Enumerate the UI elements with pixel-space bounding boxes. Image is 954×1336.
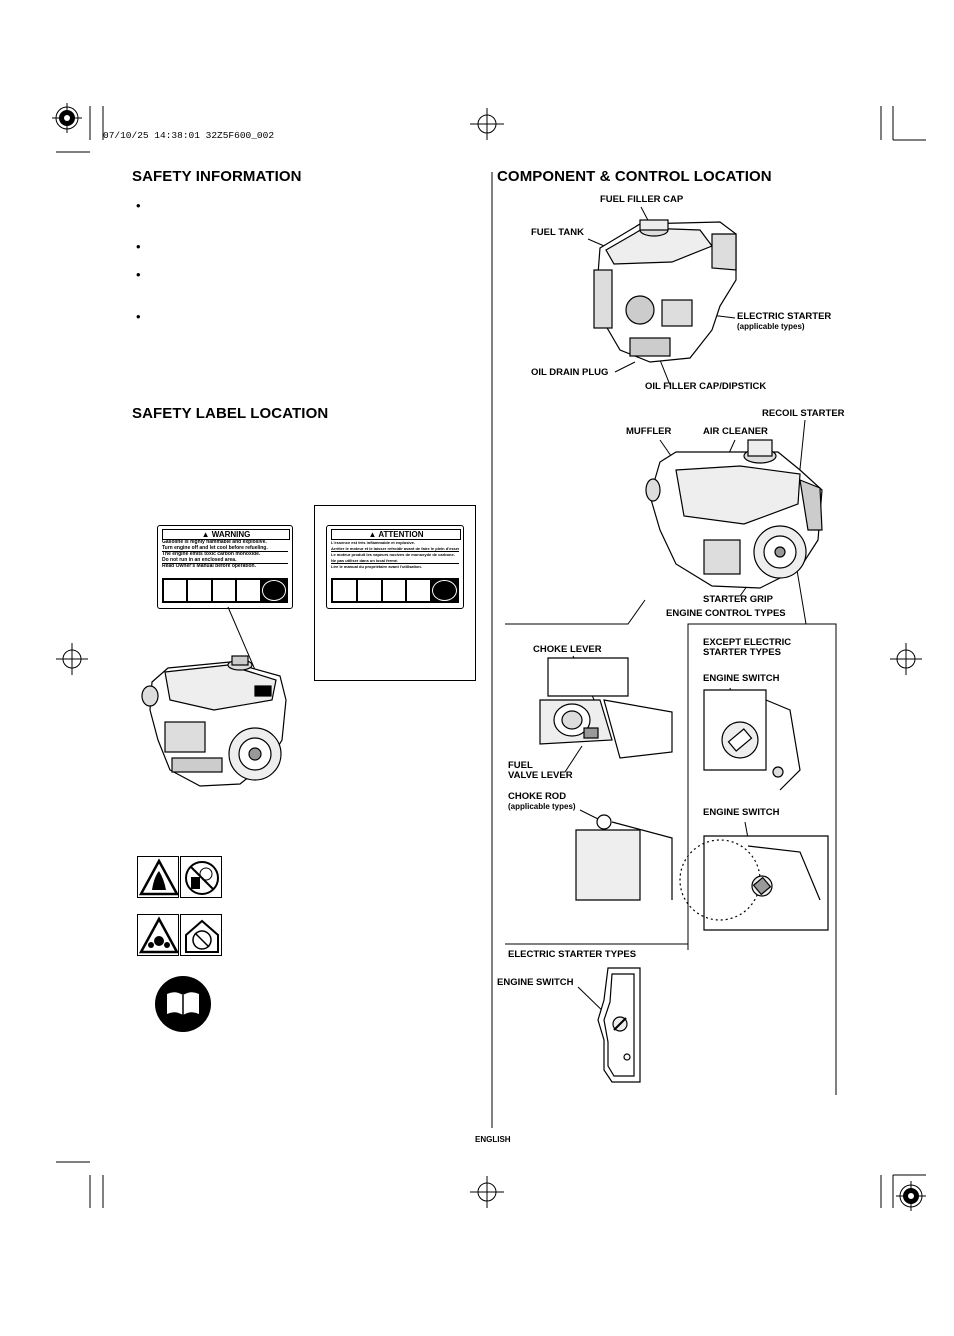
no-refuel-running-icon: [180, 856, 222, 898]
bullet-4: •: [136, 309, 141, 324]
label-oil-drain-plug: OIL DRAIN PLUG: [531, 367, 609, 378]
attention-line-1: L'essence est très inflammable et explos…: [331, 540, 416, 545]
warning-line-4: Do not run in an enclosed area.: [162, 557, 288, 565]
label-muffler: MUFFLER: [626, 426, 672, 437]
label-choke-lever: CHOKE LEVER: [533, 644, 602, 655]
label-choke-rod-applicable: (applicable types): [508, 802, 576, 811]
label-fuel: FUEL: [508, 760, 533, 771]
label-engine-control-types: ENGINE CONTROL TYPES: [666, 608, 786, 619]
warning-pictogram-strip: [162, 578, 288, 603]
bullet-2: •: [136, 239, 141, 254]
label-recoil-starter: RECOIL STARTER: [762, 408, 845, 419]
label-engine-switch-2: ENGINE SWITCH: [703, 807, 780, 818]
no-enclosed-area-icon: [180, 914, 222, 956]
label-electric-starter-types: ELECTRIC STARTER TYPES: [508, 949, 637, 960]
attention-line-3: Le moteur produit les vapeurs nocives de…: [331, 552, 455, 558]
label-engine-switch-3: ENGINE SWITCH: [497, 977, 574, 988]
label-except-electric: EXCEPT ELECTRIC: [703, 637, 792, 648]
warning-line-1: Gasoline is highly flammable and explosi…: [162, 539, 267, 545]
label-starter-grip: STARTER GRIP: [703, 594, 774, 605]
attention-line-5: Lire le manual du propriétaire avant l'u…: [331, 564, 422, 570]
safety-label-location-title: SAFETY LABEL LOCATION: [132, 405, 329, 422]
warning-triangle-icon: ▲: [201, 530, 210, 539]
label-starter-types: STARTER TYPES: [703, 647, 781, 658]
warning-line-5: Read Owner's Manual before operation.: [162, 563, 256, 570]
safety-information-title: SAFETY INFORMATION: [132, 168, 302, 185]
warning-header: WARNING: [211, 530, 251, 539]
label-air-cleaner: AIR CLEANER: [703, 426, 768, 437]
bullet-3: •: [136, 267, 141, 282]
attention-triangle-icon: ▲: [368, 530, 377, 539]
toxic-gas-icon: [137, 914, 180, 956]
bullet-1: •: [136, 198, 141, 213]
warning-label: ▲ WARNING Gasoline is highly flammable a…: [157, 525, 293, 609]
attention-pictogram-strip: [331, 578, 459, 603]
label-electric-starter: ELECTRIC STARTER: [737, 311, 832, 322]
label-fuel-filler-cap: FUEL FILLER CAP: [600, 194, 684, 205]
label-engine-switch-1: ENGINE SWITCH: [703, 673, 780, 684]
label-choke-rod: CHOKE ROD: [508, 791, 567, 802]
attention-header: ATTENTION: [378, 530, 424, 539]
attention-label: ▲ ATTENTION L'essence est très inflammab…: [326, 525, 464, 609]
label-fuel-tank: FUEL TANK: [531, 227, 584, 238]
attention-panel: [314, 505, 476, 681]
owners-manual-icon: [155, 976, 211, 1032]
warning-line-2: Turn engine off and let cool before refu…: [162, 545, 288, 553]
attention-line-4: Ne pas utiliser dans un local fermé.: [331, 558, 459, 565]
fire-hazard-icon: [137, 856, 180, 898]
label-applicable-types: (applicable types): [737, 322, 805, 331]
warning-line-3: The engine emits toxic carbon monoxide.: [162, 551, 261, 558]
attention-line-2: Arrêter le moteur et le laisser refroidi…: [331, 545, 459, 553]
footer-english: ENGLISH: [475, 1135, 511, 1144]
component-location-title: COMPONENT & CONTROL LOCATION: [497, 168, 772, 185]
label-oil-filler-cap: OIL FILLER CAP/DIPSTICK: [645, 381, 767, 392]
label-valve-lever: VALVE LEVER: [508, 770, 573, 781]
print-stamp: 07/10/25 14:38:01 32Z5F600_002: [103, 130, 275, 141]
